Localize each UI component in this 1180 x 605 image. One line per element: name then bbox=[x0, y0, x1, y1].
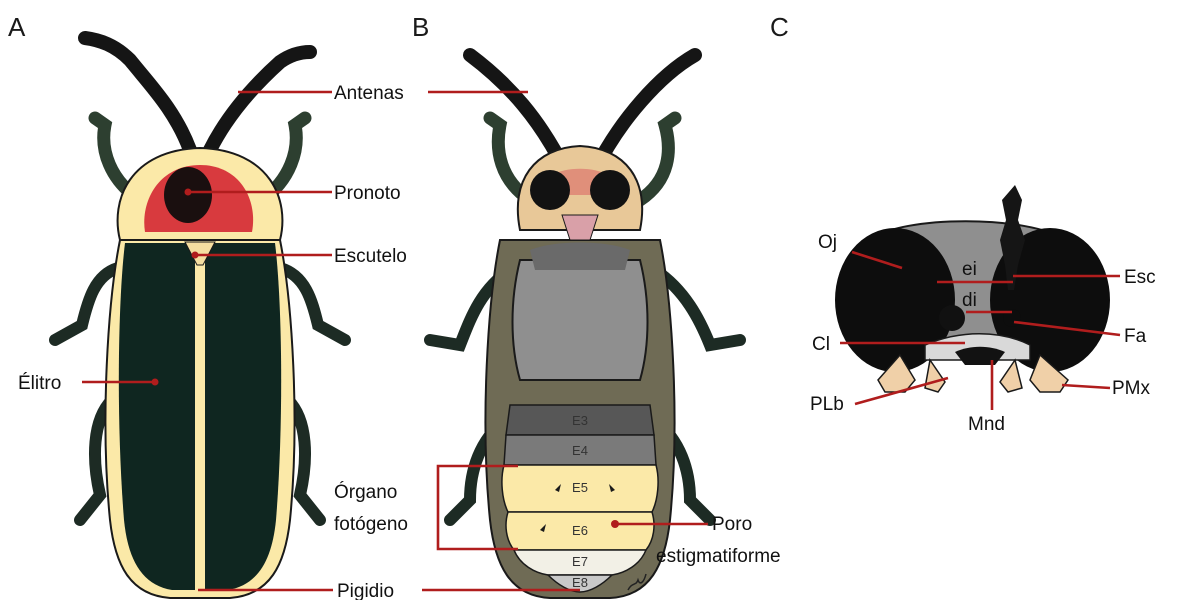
elytron-right bbox=[205, 243, 281, 590]
maxillary-palp-inner bbox=[1000, 360, 1022, 392]
segment-label-e5: E5 bbox=[572, 480, 588, 495]
elytron-left bbox=[119, 243, 195, 590]
label-ei: ei bbox=[962, 259, 977, 280]
label-pmx: PMx bbox=[1112, 378, 1151, 399]
ventral-thorax bbox=[513, 260, 648, 380]
label-mnd: Mnd bbox=[968, 414, 1005, 435]
leader-pronoto-dot bbox=[185, 189, 192, 196]
label-organo-line1: Órgano bbox=[334, 481, 397, 503]
panel-label-b: B bbox=[412, 12, 429, 42]
eye-b-left bbox=[530, 170, 570, 210]
leader-poro-dot bbox=[611, 520, 619, 528]
label-organo-line2: fotógeno bbox=[334, 514, 408, 535]
label-oj: Oj bbox=[818, 232, 837, 253]
labial-palp-inner bbox=[925, 360, 945, 392]
leader-pmx bbox=[1062, 385, 1110, 388]
panel-label-c: C bbox=[770, 12, 789, 42]
leader-escutelo-dot bbox=[192, 252, 199, 259]
label-poro-line1: Poro bbox=[712, 514, 752, 535]
eye-b-right bbox=[590, 170, 630, 210]
label-esc: Esc bbox=[1124, 267, 1156, 288]
segment-label-e7: E7 bbox=[572, 554, 588, 569]
segment-label-e3: E3 bbox=[572, 413, 588, 428]
mouthparts-b bbox=[562, 215, 598, 240]
label-escutelo: Escutelo bbox=[334, 246, 407, 267]
dorsal-view bbox=[55, 38, 345, 598]
ventral-view: E3 E4 E5 E6 E7 E8 bbox=[430, 55, 740, 598]
leader-elitro-dot bbox=[152, 379, 159, 386]
leg-b-front-right bbox=[640, 118, 675, 200]
label-di: di bbox=[962, 290, 977, 311]
label-poro-line2: estigmatiforme bbox=[656, 546, 781, 567]
label-pronoto: Pronoto bbox=[334, 183, 401, 204]
label-cl: Cl bbox=[812, 334, 830, 355]
segment-label-e4: E4 bbox=[572, 443, 588, 458]
label-fa: Fa bbox=[1124, 326, 1147, 347]
segment-label-e8: E8 bbox=[572, 575, 588, 590]
label-plb: PLb bbox=[810, 394, 844, 415]
head-frontal-view bbox=[835, 185, 1110, 392]
mandibles bbox=[955, 347, 1005, 365]
panel-label-a: A bbox=[8, 12, 26, 42]
prosternum bbox=[530, 243, 630, 271]
label-antenas: Antenas bbox=[334, 83, 404, 104]
label-pigidio: Pigidio bbox=[337, 581, 394, 600]
label-elitro: Élitro bbox=[18, 373, 61, 394]
segment-label-e6: E6 bbox=[572, 523, 588, 538]
